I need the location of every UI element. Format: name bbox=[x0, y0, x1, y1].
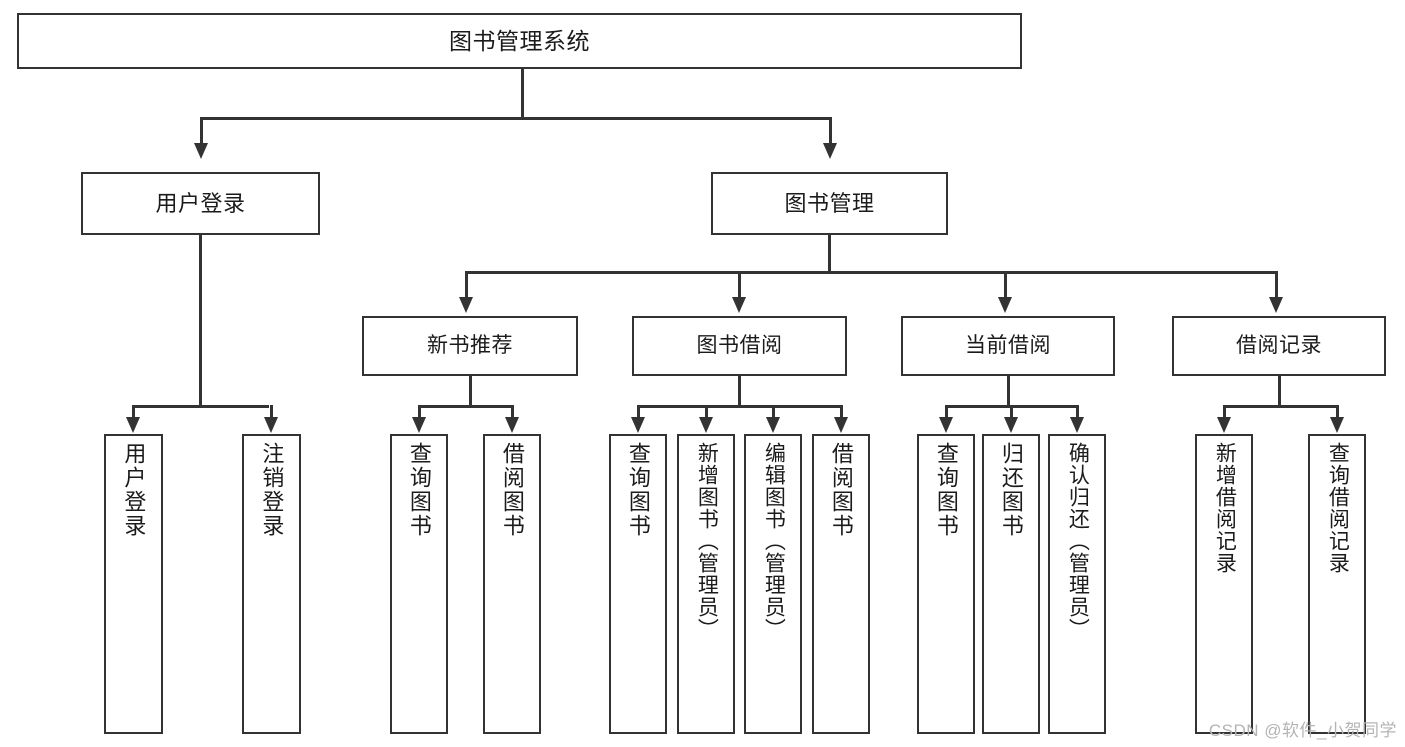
leaf-label: 查询图书 bbox=[625, 442, 651, 538]
connector-level1-bus bbox=[200, 117, 832, 120]
arrow-to-nbr-borrow-book bbox=[505, 417, 519, 433]
arrow-to-nbr-query-book bbox=[412, 417, 426, 433]
connector-drop-cb-query-book bbox=[945, 405, 948, 419]
node-book-management[interactable]: 图书管理 bbox=[711, 172, 948, 235]
arrow-to-cb-return-book bbox=[1004, 417, 1018, 433]
leaf-nbr-query-book[interactable]: 查询图书 bbox=[390, 434, 448, 734]
node-label: 图书管理系统 bbox=[449, 27, 590, 54]
leaf-cb-confirm-return-admin[interactable]: 确认归还（管理员） bbox=[1048, 434, 1106, 734]
arrow-to-current-borrow bbox=[998, 297, 1012, 313]
leaf-nbr-borrow-book[interactable]: 借阅图书 bbox=[483, 434, 541, 734]
leaf-label: 借阅图书 bbox=[828, 442, 854, 538]
connector-new-book-recommend-leaf-bus bbox=[418, 405, 513, 408]
connector-drop-cb-confirm-return bbox=[1076, 405, 1079, 419]
leaf-cb-return-book[interactable]: 归还图书 bbox=[982, 434, 1040, 734]
node-borrow-record[interactable]: 借阅记录 bbox=[1172, 316, 1386, 376]
connector-drop-cb-return-book bbox=[1010, 405, 1013, 419]
connector-drop-nbr-query-book bbox=[418, 405, 421, 419]
leaf-br-query-borrow-record[interactable]: 查询借阅记录 bbox=[1308, 434, 1366, 734]
connector-drop-bb-query-book bbox=[637, 405, 640, 419]
connector-drop-borrow-record bbox=[1275, 271, 1278, 298]
leaf-br-add-borrow-record[interactable]: 新增借阅记录 bbox=[1195, 434, 1253, 734]
connector-drop-current-borrow bbox=[1004, 271, 1007, 298]
leaf-label: 查询图书 bbox=[933, 442, 959, 538]
node-user-login[interactable]: 用户登录 bbox=[81, 172, 320, 235]
leaf-label: 归还图书 bbox=[998, 442, 1024, 538]
arrow-to-br-query-record bbox=[1330, 417, 1344, 433]
node-label: 图书管理 bbox=[784, 190, 875, 216]
connector-drop-bb-add-book bbox=[705, 405, 708, 419]
node-label: 新书推荐 bbox=[427, 333, 513, 357]
connector-level1-drop-user-login bbox=[200, 117, 203, 144]
arrow-to-cb-query-book bbox=[939, 417, 953, 433]
leaf-label: 新增借阅记录 bbox=[1213, 442, 1237, 574]
connector-drop-bb-edit-book bbox=[772, 405, 775, 419]
leaf-label: 编辑图书（管理员） bbox=[762, 442, 786, 640]
leaf-label: 借阅图书 bbox=[499, 442, 525, 538]
arrow-to-book-borrow bbox=[732, 297, 746, 313]
arrow-to-bb-edit-book bbox=[766, 417, 780, 433]
connector-user-login-leaf-bus bbox=[132, 405, 269, 408]
arrow-to-borrow-record bbox=[1269, 297, 1283, 313]
arrow-to-cb-confirm-return bbox=[1070, 417, 1084, 433]
connector-drop-br-query-record bbox=[1336, 405, 1339, 419]
leaf-cb-query-book[interactable]: 查询图书 bbox=[917, 434, 975, 734]
connector-root-stem bbox=[521, 69, 524, 119]
connector-drop-nbr-borrow-book bbox=[511, 405, 514, 419]
connector-book-borrow-leaf-bus bbox=[637, 405, 841, 408]
arrow-to-bb-query-book bbox=[631, 417, 645, 433]
leaf-user-login[interactable]: 用户登录 bbox=[104, 434, 163, 734]
arrow-to-logout bbox=[264, 417, 278, 433]
arrow-to-user-login bbox=[194, 143, 208, 159]
connector-drop-br-add-record bbox=[1223, 405, 1226, 419]
arrow-to-bb-borrow-book bbox=[834, 417, 848, 433]
leaf-bb-borrow-book[interactable]: 借阅图书 bbox=[812, 434, 870, 734]
arrow-to-login bbox=[126, 417, 140, 433]
leaf-label: 查询借阅记录 bbox=[1326, 442, 1350, 574]
arrow-to-new-book-recommend bbox=[459, 297, 473, 313]
arrow-to-br-add-record bbox=[1217, 417, 1231, 433]
connector-drop-bb-borrow-book bbox=[840, 405, 843, 419]
connector-new-book-recommend-stem bbox=[469, 376, 472, 407]
leaf-label: 新增图书（管理员） bbox=[695, 442, 719, 640]
leaf-label: 用户登录 bbox=[121, 442, 147, 538]
node-label: 当前借阅 bbox=[965, 333, 1051, 357]
connector-user-login-stem bbox=[199, 235, 202, 407]
connector-drop-book-borrow bbox=[738, 271, 741, 298]
arrow-to-bb-add-book bbox=[699, 417, 713, 433]
connector-drop-login bbox=[132, 405, 135, 419]
node-book-management-system[interactable]: 图书管理系统 bbox=[17, 13, 1022, 69]
connector-borrow-record-leaf-bus bbox=[1223, 405, 1337, 408]
node-book-borrow[interactable]: 图书借阅 bbox=[632, 316, 847, 376]
watermark-text: CSDN @软件_小贺同学 bbox=[1208, 721, 1397, 740]
connector-level2-bus bbox=[465, 271, 1277, 274]
connector-drop-logout bbox=[270, 405, 273, 419]
node-current-borrow[interactable]: 当前借阅 bbox=[901, 316, 1115, 376]
leaf-bb-add-book-admin[interactable]: 新增图书（管理员） bbox=[677, 434, 735, 734]
connector-level1-drop-book-management bbox=[829, 117, 832, 144]
arrow-to-book-management bbox=[823, 143, 837, 159]
leaf-bb-query-book[interactable]: 查询图书 bbox=[609, 434, 667, 734]
node-new-book-recommend[interactable]: 新书推荐 bbox=[362, 316, 578, 376]
connector-borrow-record-stem bbox=[1278, 376, 1281, 407]
leaf-label: 查询图书 bbox=[406, 442, 432, 538]
connector-current-borrow-stem bbox=[1007, 376, 1010, 407]
connector-book-borrow-stem bbox=[738, 376, 741, 407]
leaf-logout[interactable]: 注销登录 bbox=[242, 434, 301, 734]
node-label: 借阅记录 bbox=[1236, 333, 1322, 357]
node-label: 图书借阅 bbox=[696, 333, 783, 357]
node-label: 用户登录 bbox=[155, 190, 246, 216]
connector-book-management-stem bbox=[828, 235, 831, 273]
leaf-label: 注销登录 bbox=[259, 442, 285, 538]
leaf-bb-edit-book-admin[interactable]: 编辑图书（管理员） bbox=[744, 434, 802, 734]
leaf-label: 确认归还（管理员） bbox=[1066, 442, 1090, 640]
connector-drop-new-book-recommend bbox=[465, 271, 468, 298]
